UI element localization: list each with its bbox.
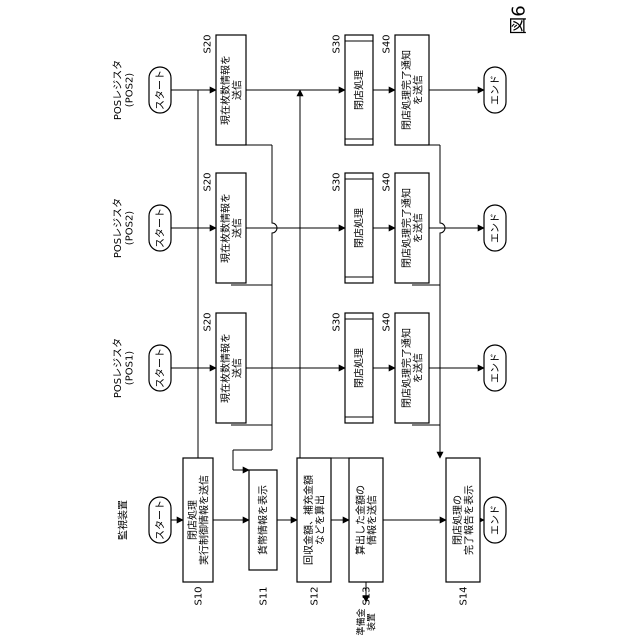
monitor-s11-text: 貨幣情報を表示	[257, 485, 270, 555]
pos3-s30-id-line: S30	[332, 34, 343, 53]
pos1-s30-text-line: 閉店処理	[353, 348, 366, 388]
monitor-start-terminal-label: スタート	[155, 500, 167, 540]
reserve-device-label-line: 準備金	[355, 608, 367, 635]
lane-header-monitor: 監視装置	[117, 500, 130, 540]
lane-header-pos2: POSレジスタ(POS2)	[112, 198, 136, 258]
pos1-s40-text-line: を送信	[411, 353, 424, 383]
monitor-s14-text-line: 完了報告を表示	[462, 485, 475, 555]
pos3-start-terminal-label: スタート	[155, 70, 167, 110]
reserve-device-label-line: 装置	[365, 613, 377, 631]
lane-header-pos2-line: (POS2)	[124, 211, 135, 246]
monitor-s10-text-line: 実行制御情報を送信	[197, 475, 210, 565]
pos2-s30-id: S30	[332, 172, 343, 191]
reserve-device-label: 準備金装置	[355, 608, 377, 635]
pos2-s30-text-line: 閉店処理	[353, 208, 366, 248]
monitor-s12-text-line: などを算出	[313, 495, 326, 545]
monitor-s13-id: S13	[362, 586, 373, 605]
monitor-s12-text-line: 回収金額、補充金額	[302, 475, 315, 565]
bus-s20-to-monitor	[272, 145, 277, 450]
pos2-s40-text-line: 閉店処理完了通知	[400, 188, 413, 268]
pos1-end-terminal-label-line: エンド	[491, 353, 502, 383]
monitor-end-terminal-label-line: エンド	[491, 505, 502, 535]
pos1-s30-id: S30	[332, 312, 343, 331]
pos3-s20-text-line: 送信	[230, 80, 243, 100]
pos3-s40-text-line: を送信	[411, 75, 424, 105]
lane-header-pos3-line: (POS2)	[124, 73, 135, 108]
pos2-start-terminal-label: スタート	[155, 208, 167, 248]
pos2-s20-text-line: 現在枚数情報を	[219, 193, 232, 263]
bus-s40-to-monitor	[440, 145, 445, 458]
pos3-s40-id: S40	[382, 34, 393, 53]
lane-header-pos1-line: POSレジスタ	[112, 338, 124, 398]
pos2-s20-id-line: S20	[203, 172, 214, 191]
pos1-s20-id: S20	[203, 312, 214, 331]
monitor-s14-text-line: 閉店処理の	[451, 495, 464, 545]
monitor-s10-text-line: 閉店処理	[186, 500, 199, 540]
pos1-s30-id-line: S30	[332, 312, 343, 331]
pos3-s20-id: S20	[203, 34, 214, 53]
pos3-s40-id-line: S40	[382, 34, 393, 53]
monitor-s10-id-line: S10	[194, 586, 205, 605]
pos1-start-terminal-label: スタート	[155, 348, 167, 388]
pos1-s20-text-line: 送信	[230, 358, 243, 378]
pos3-s40-text-line: 閉店処理完了通知	[400, 50, 413, 130]
pos2-s30-text: 閉店処理	[353, 208, 366, 248]
monitor-start-terminal-label-line: スタート	[155, 500, 167, 540]
monitor-s14-text: 閉店処理の完了報告を表示	[451, 485, 476, 555]
monitor-s11-text-line: 貨幣情報を表示	[257, 485, 270, 555]
pos3-end-terminal-label: エンド	[491, 75, 502, 105]
pos3-s30-text: 閉店処理	[353, 70, 366, 110]
pos1-s20-text-line: 現在枚数情報を	[219, 333, 232, 403]
monitor-end-terminal-label: エンド	[491, 505, 502, 535]
monitor-s12-id: S12	[310, 586, 321, 605]
pos3-s20-id-line: S20	[203, 34, 214, 53]
figure-label: 図6	[508, 5, 529, 34]
monitor-s11-id-line: S11	[259, 586, 270, 605]
monitor-s12-id-line: S12	[310, 586, 321, 605]
monitor-s14-id-line: S14	[459, 586, 470, 605]
monitor-s14-id: S14	[459, 586, 470, 605]
pos2-s40-id: S40	[382, 172, 393, 191]
pos2-end-terminal-label-line: エンド	[491, 213, 502, 243]
pos1-end-terminal-label: エンド	[491, 353, 502, 383]
lane-header-pos3: POSレジスタ(POS2)	[112, 60, 136, 120]
monitor-s11-id: S11	[259, 586, 270, 605]
lane-header-pos2-line: POSレジスタ	[112, 198, 124, 258]
lane-header-pos1-line: (POS1)	[124, 351, 135, 386]
pos1-s40-id-line: S40	[382, 312, 393, 331]
monitor-s10-id: S10	[194, 586, 205, 605]
lane-header-pos1: POSレジスタ(POS1)	[112, 338, 136, 398]
pos2-start-terminal-label-line: スタート	[155, 208, 167, 248]
pos1-s40-text-line: 閉店処理完了通知	[400, 328, 413, 408]
pos2-s30-id-line: S30	[332, 172, 343, 191]
pos3-s20-text-line: 現在枚数情報を	[219, 55, 232, 125]
pos3-s30-id: S30	[332, 34, 343, 53]
lane-header-pos3-line: POSレジスタ	[112, 60, 124, 120]
pos3-end-terminal-label-line: エンド	[491, 75, 502, 105]
pos2-s40-id-line: S40	[382, 172, 393, 191]
lane-header-monitor-line: 監視装置	[117, 500, 130, 540]
pos1-s40-id: S40	[382, 312, 393, 331]
pos3-s30-text-line: 閉店処理	[353, 70, 366, 110]
pos2-s20-text-line: 送信	[230, 218, 243, 238]
diagram-labels: 監視装置POSレジスタ(POS1)POSレジスタ(POS2)POSレジスタ(PO…	[112, 5, 530, 635]
figure-label-line: 図6	[508, 5, 529, 34]
pos1-start-terminal-label-line: スタート	[155, 348, 167, 388]
pos2-s40-text-line: を送信	[411, 213, 424, 243]
pos2-s20-id: S20	[203, 172, 214, 191]
pos2-end-terminal-label: エンド	[491, 213, 502, 243]
pos1-s20-id-line: S20	[203, 312, 214, 331]
monitor-s13-text-line: 情報を送信	[365, 495, 378, 545]
pos3-start-terminal-label-line: スタート	[155, 70, 167, 110]
monitor-s13-text: 算出した金額の情報を送信	[354, 485, 379, 555]
monitor-s13-id-line: S13	[362, 586, 373, 605]
pos1-s30-text: 閉店処理	[353, 348, 366, 388]
monitor-s13-text-line: 算出した金額の	[354, 485, 367, 555]
